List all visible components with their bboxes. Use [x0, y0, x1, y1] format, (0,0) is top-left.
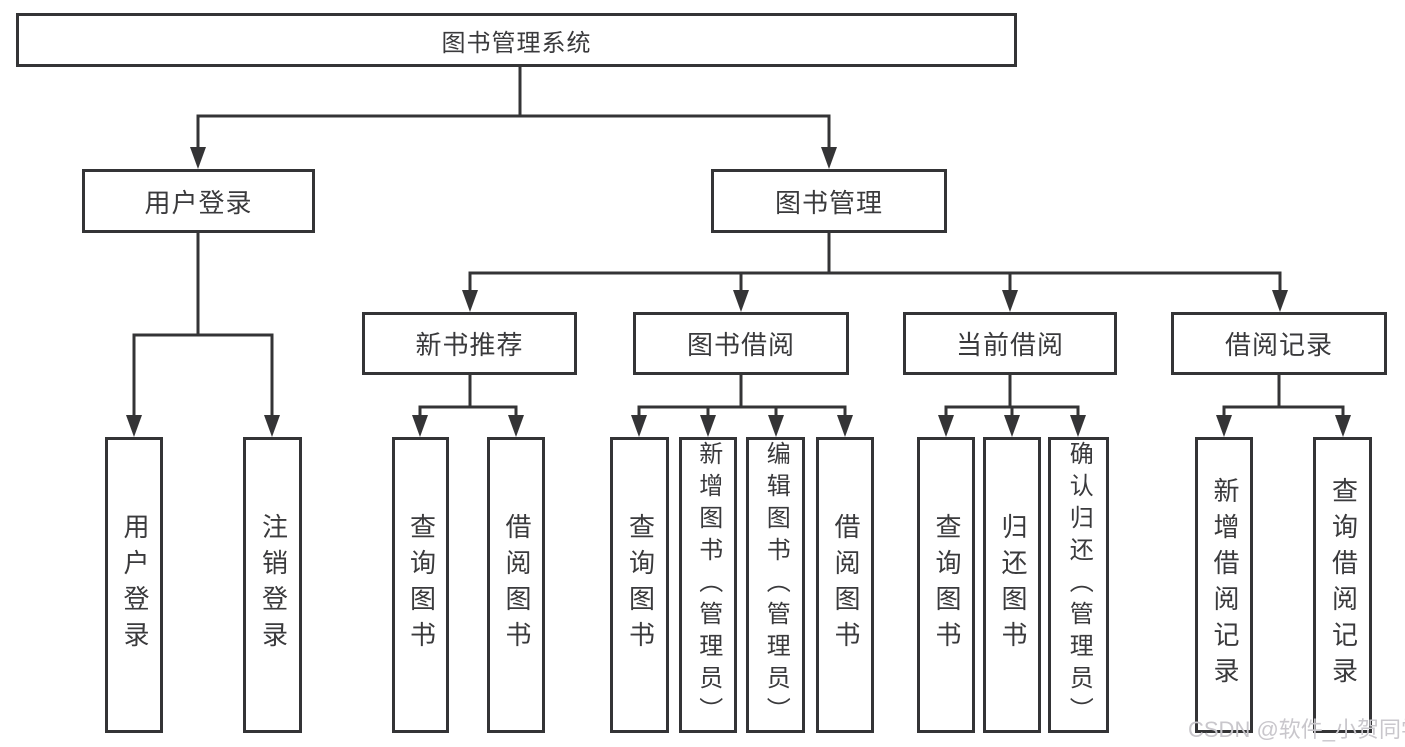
leaf-query-borrow-record: 查询借阅记录 — [1313, 437, 1372, 733]
node-label: 当前借阅 — [955, 330, 1064, 360]
leaf-borrow-book: 借阅图书 — [816, 437, 874, 733]
connector-user-login-children — [126, 233, 280, 437]
node-user-login: 用户登录 — [82, 169, 315, 233]
node-label: 查询借阅记录 — [1328, 477, 1359, 693]
node-label: 注销登录 — [258, 513, 289, 657]
connector-book-mgmt-children — [462, 233, 1288, 312]
connector-book-borrow-children — [631, 375, 853, 437]
node-label: 图书借阅 — [686, 330, 795, 360]
node-label: 图书管理 — [774, 187, 883, 218]
leaf-add-borrow-record: 新增借阅记录 — [1195, 437, 1253, 733]
node-label: 借阅记录 — [1224, 330, 1333, 360]
node-book-borrow: 图书借阅 — [633, 312, 849, 375]
node-book-mgmt: 图书管理 — [711, 169, 947, 233]
leaf-confirm-return-admin: 确认归还（管理员） — [1048, 437, 1109, 733]
node-label: 查询图书 — [406, 513, 437, 657]
node-label: 确认归还（管理员） — [1065, 441, 1093, 729]
node-label: 用户登录 — [119, 513, 150, 657]
leaf-edit-book-admin: 编辑图书（管理员） — [746, 437, 805, 733]
leaf-borrow-query-books: 查询图书 — [610, 437, 669, 733]
node-label: 归还图书 — [997, 513, 1028, 657]
leaf-return-book: 归还图书 — [983, 437, 1041, 733]
connector-current-borrow-children — [938, 375, 1086, 437]
watermark: CSDN @软件_小贺同学 — [1188, 717, 1405, 742]
node-label: 新增借阅记录 — [1209, 477, 1240, 693]
node-new-book-rec: 新书推荐 — [362, 312, 577, 375]
node-label: 编辑图书（管理员） — [762, 441, 790, 729]
node-label: 借阅图书 — [830, 513, 861, 657]
node-current-borrow: 当前借阅 — [903, 312, 1117, 375]
leaf-user-login: 用户登录 — [105, 437, 163, 733]
leaf-add-book-admin: 新增图书（管理员） — [679, 437, 737, 733]
connector-new-book-rec-children — [412, 375, 524, 437]
connector-borrow-records-children — [1216, 375, 1351, 437]
leaf-rec-query-books: 查询图书 — [392, 437, 449, 733]
node-label: 借阅图书 — [501, 513, 532, 657]
connector-root-to-level2 — [190, 67, 837, 169]
leaf-current-query-books: 查询图书 — [917, 437, 975, 733]
node-label: 查询图书 — [625, 513, 656, 657]
node-label: 查询图书 — [931, 513, 962, 657]
leaf-logout: 注销登录 — [243, 437, 302, 733]
leaf-rec-borrow-books: 借阅图书 — [487, 437, 545, 733]
node-label: 新增图书（管理员） — [694, 441, 722, 729]
node-label: 用户登录 — [144, 187, 253, 218]
node-label: 新书推荐 — [415, 330, 524, 360]
node-root: 图书管理系统 — [16, 13, 1017, 67]
node-borrow-records: 借阅记录 — [1171, 312, 1387, 375]
node-label: 图书管理系统 — [441, 29, 592, 57]
